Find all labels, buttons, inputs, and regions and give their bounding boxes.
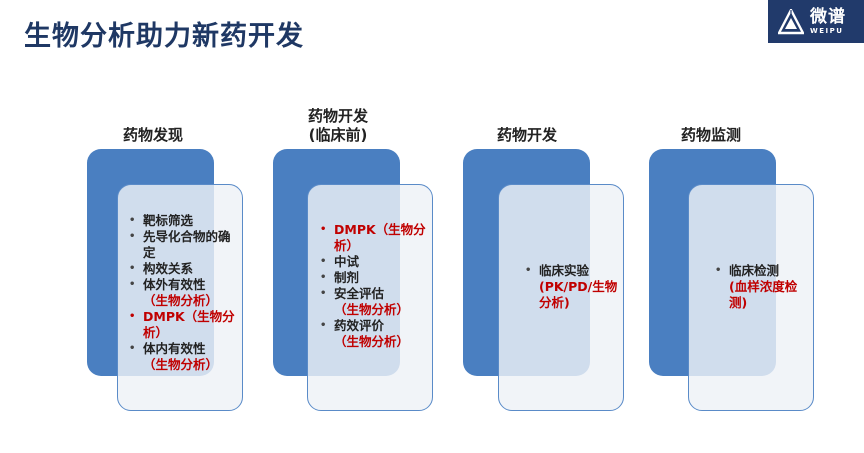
page-title: 生物分析助力新药开发 — [24, 21, 304, 52]
stage-item-list: DMPK（生物分析） 中试 制剂 安全评估（生物分析） 药效评价（生物分析） — [318, 222, 428, 350]
list-item: 制剂 — [318, 270, 428, 286]
list-item: 体内有效性（生物分析） — [127, 341, 237, 373]
stage-title-line: 药物监测 — [680, 126, 741, 144]
stage-title-line: (临床前) — [308, 126, 368, 144]
stage-title-clinical: 药物开发 — [482, 126, 572, 145]
list-item: 体外有效性（生物分析） — [127, 277, 237, 309]
list-item: DMPK（生物分析） — [127, 309, 237, 341]
stage-item-list: 临床检测(血样浓度检测) — [713, 263, 813, 311]
company-logo: 微谱 WEIPU — [768, 0, 864, 43]
list-item: 靶标筛选 — [127, 213, 237, 229]
logo-text-en: WEIPU — [810, 26, 844, 35]
list-item: 先导化合物的确定 — [127, 229, 237, 261]
weipu-logo-icon — [778, 8, 804, 34]
list-item: 安全评估（生物分析） — [318, 286, 428, 318]
stage-title-line: 药物开发 — [496, 126, 557, 144]
stage-title-monitoring: 药物监测 — [666, 126, 756, 145]
stage-title-line: 药物开发 — [307, 107, 368, 125]
list-item: 药效评价（生物分析） — [318, 318, 428, 350]
list-item: 中试 — [318, 254, 428, 270]
stage-item-list: 临床实验(PK/PD/生物分析) — [523, 263, 623, 311]
list-item: 构效关系 — [127, 261, 237, 277]
list-item: 临床实验(PK/PD/生物分析) — [523, 263, 623, 311]
stage-title-discovery: 药物发现 — [108, 126, 198, 145]
list-item: 临床检测(血样浓度检测) — [713, 263, 813, 311]
stage-title-line: 药物发现 — [122, 126, 183, 144]
list-item: DMPK（生物分析） — [318, 222, 428, 254]
logo-text-cn: 微谱 — [810, 6, 846, 27]
stage-title-preclinical: 药物开发 (临床前) — [288, 107, 388, 145]
stage-item-list: 靶标筛选 先导化合物的确定 构效关系 体外有效性（生物分析） DMPK（生物分析… — [127, 213, 237, 373]
